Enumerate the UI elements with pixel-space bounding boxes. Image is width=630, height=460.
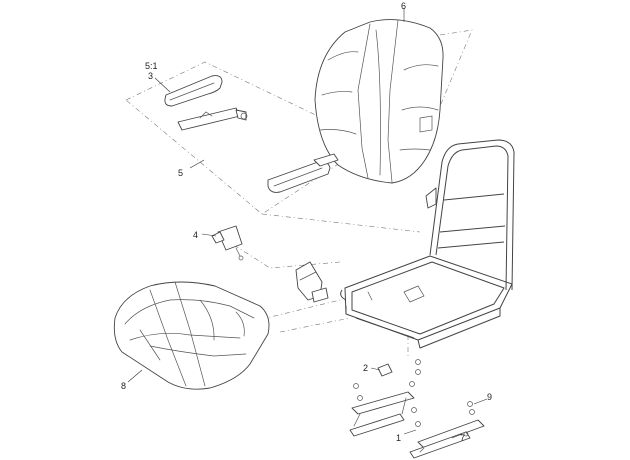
callout-5: 5	[178, 168, 183, 178]
seat-cushion	[113, 281, 270, 390]
callout-2: 2	[363, 363, 368, 373]
callout-3: 3	[148, 71, 153, 81]
armrest-bracket	[177, 107, 248, 131]
callout-1: 1	[396, 433, 401, 443]
armrest-to-frame-guide	[261, 213, 421, 233]
cushion-guide-right	[279, 317, 351, 333]
callout-leaders	[127, 8, 488, 439]
callout-6: 6	[401, 1, 406, 11]
callout-7: 7	[460, 433, 465, 443]
slide-rail-right	[409, 401, 485, 459]
callout-labels: 6 5:1 3 5 4 2 8 9 1 7	[121, 1, 492, 443]
belt-lock	[295, 261, 329, 303]
seat-frame	[340, 139, 515, 349]
slide-rail-left	[349, 381, 421, 437]
armrest-pad	[164, 75, 223, 107]
callout-4: 4	[193, 230, 198, 240]
callout-5-1: 5:1	[145, 61, 158, 71]
backrest-cushion	[314, 19, 444, 184]
belt-buckle	[211, 225, 244, 261]
callout-9: 9	[487, 392, 492, 402]
backrest-guide-right	[429, 29, 473, 131]
armrest-right	[267, 153, 339, 193]
beltlock-guide	[233, 244, 341, 269]
callout-8: 8	[121, 381, 126, 391]
adjuster-clip	[377, 359, 421, 377]
